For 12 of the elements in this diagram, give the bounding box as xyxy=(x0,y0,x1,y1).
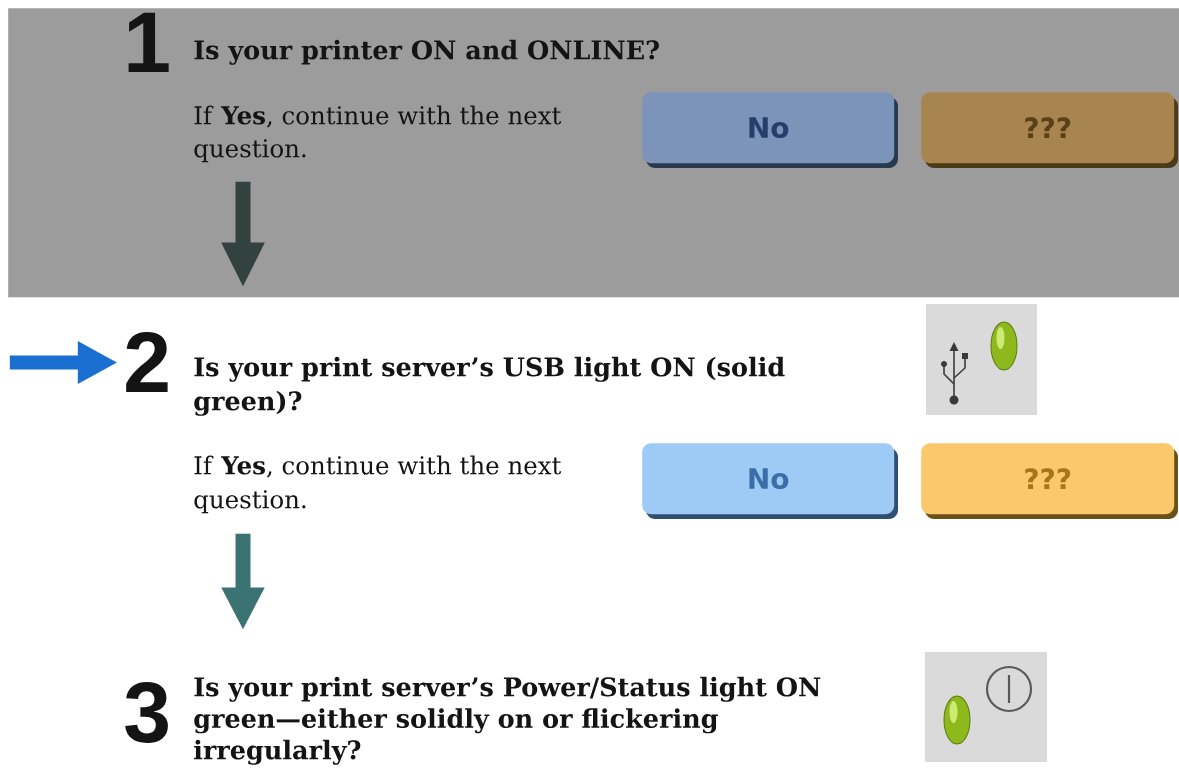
step-number: 2 xyxy=(126,331,168,392)
question-text: Is your print server’s USB light ON (solid green)? xyxy=(194,356,785,416)
instruction-text: If Yes, continue with the next question. xyxy=(194,105,562,163)
step-number: 1 xyxy=(128,12,169,72)
unsure-button: ??? xyxy=(921,92,1178,168)
unsure-button: ??? xyxy=(921,443,1178,519)
instruction-text: If Yes, continue with the next question. xyxy=(194,455,562,514)
no-button: No xyxy=(642,92,898,168)
step-number: 3 xyxy=(125,681,168,743)
question-text: Is your print server’s Power/Status light ON green—either solidly on or flickering irregularly? xyxy=(194,676,821,765)
no-button: No xyxy=(642,443,898,519)
question-text: Is your printer ON and ONLINE? xyxy=(194,39,659,65)
